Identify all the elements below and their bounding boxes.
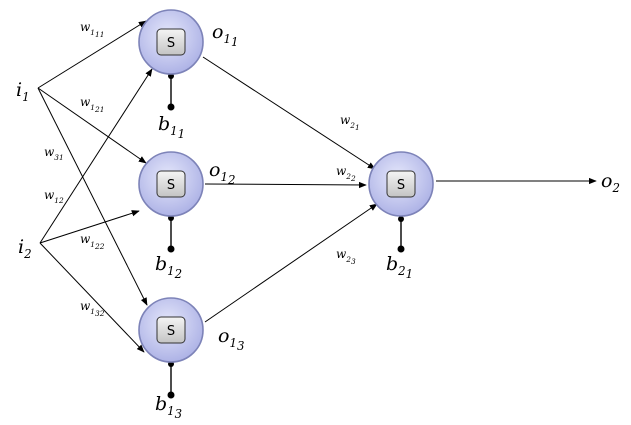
hidden-output-label-o12: o12 [209, 159, 235, 187]
output-node-1: S [368, 151, 434, 217]
bias-connector-out [397, 216, 405, 253]
hidden-output-label-o13: o13 [218, 325, 244, 353]
hidden-node-2: S [138, 151, 204, 217]
weight-label-w22: w22 [336, 164, 356, 183]
edge-i1-h2 [37, 87, 147, 164]
final-output-label-o2: o2 [601, 170, 620, 195]
weight-label-w111: w111 [80, 20, 104, 39]
bias-label-b12: b12 [155, 253, 182, 281]
weight-label-w21: w21 [340, 113, 360, 132]
edge-h2-out [204, 181, 367, 189]
input-label-i2: i2 [18, 236, 32, 261]
edge-i2-h1 [39, 68, 153, 244]
weight-label-w23: w23 [336, 247, 356, 266]
weight-label-w122: w122 [80, 232, 105, 251]
bias-label-b21: b21 [386, 253, 413, 281]
bias-label-b13: b13 [155, 393, 182, 421]
weight-label-w31: w31 [44, 145, 64, 162]
edge-i2-h3 [39, 242, 145, 353]
hidden-node-3: S [138, 297, 204, 363]
weight-label-w132: w132 [80, 299, 105, 318]
node-label: S [397, 178, 405, 193]
node-label: S [167, 178, 175, 193]
hidden-node-1: S [138, 9, 204, 75]
hidden-output-label-o11: o11 [212, 21, 238, 49]
weight-label-w12: w12 [44, 188, 64, 205]
bias-connector-2 [167, 215, 175, 253]
edge-i1-h3 [37, 87, 148, 306]
edge-i2-h2 [39, 210, 140, 244]
bias-label-b11: b11 [158, 113, 185, 141]
edge-i1-h1 [37, 20, 147, 89]
node-label: S [167, 324, 175, 339]
bias-connector-1 [167, 73, 175, 111]
node-label: S [167, 36, 175, 51]
bias-connector-3 [167, 361, 175, 399]
input-label-i1: i1 [16, 79, 30, 104]
weight-label-w121: w121 [80, 95, 104, 114]
edge-h3-out [204, 203, 378, 323]
edge-h1-out [202, 56, 376, 170]
